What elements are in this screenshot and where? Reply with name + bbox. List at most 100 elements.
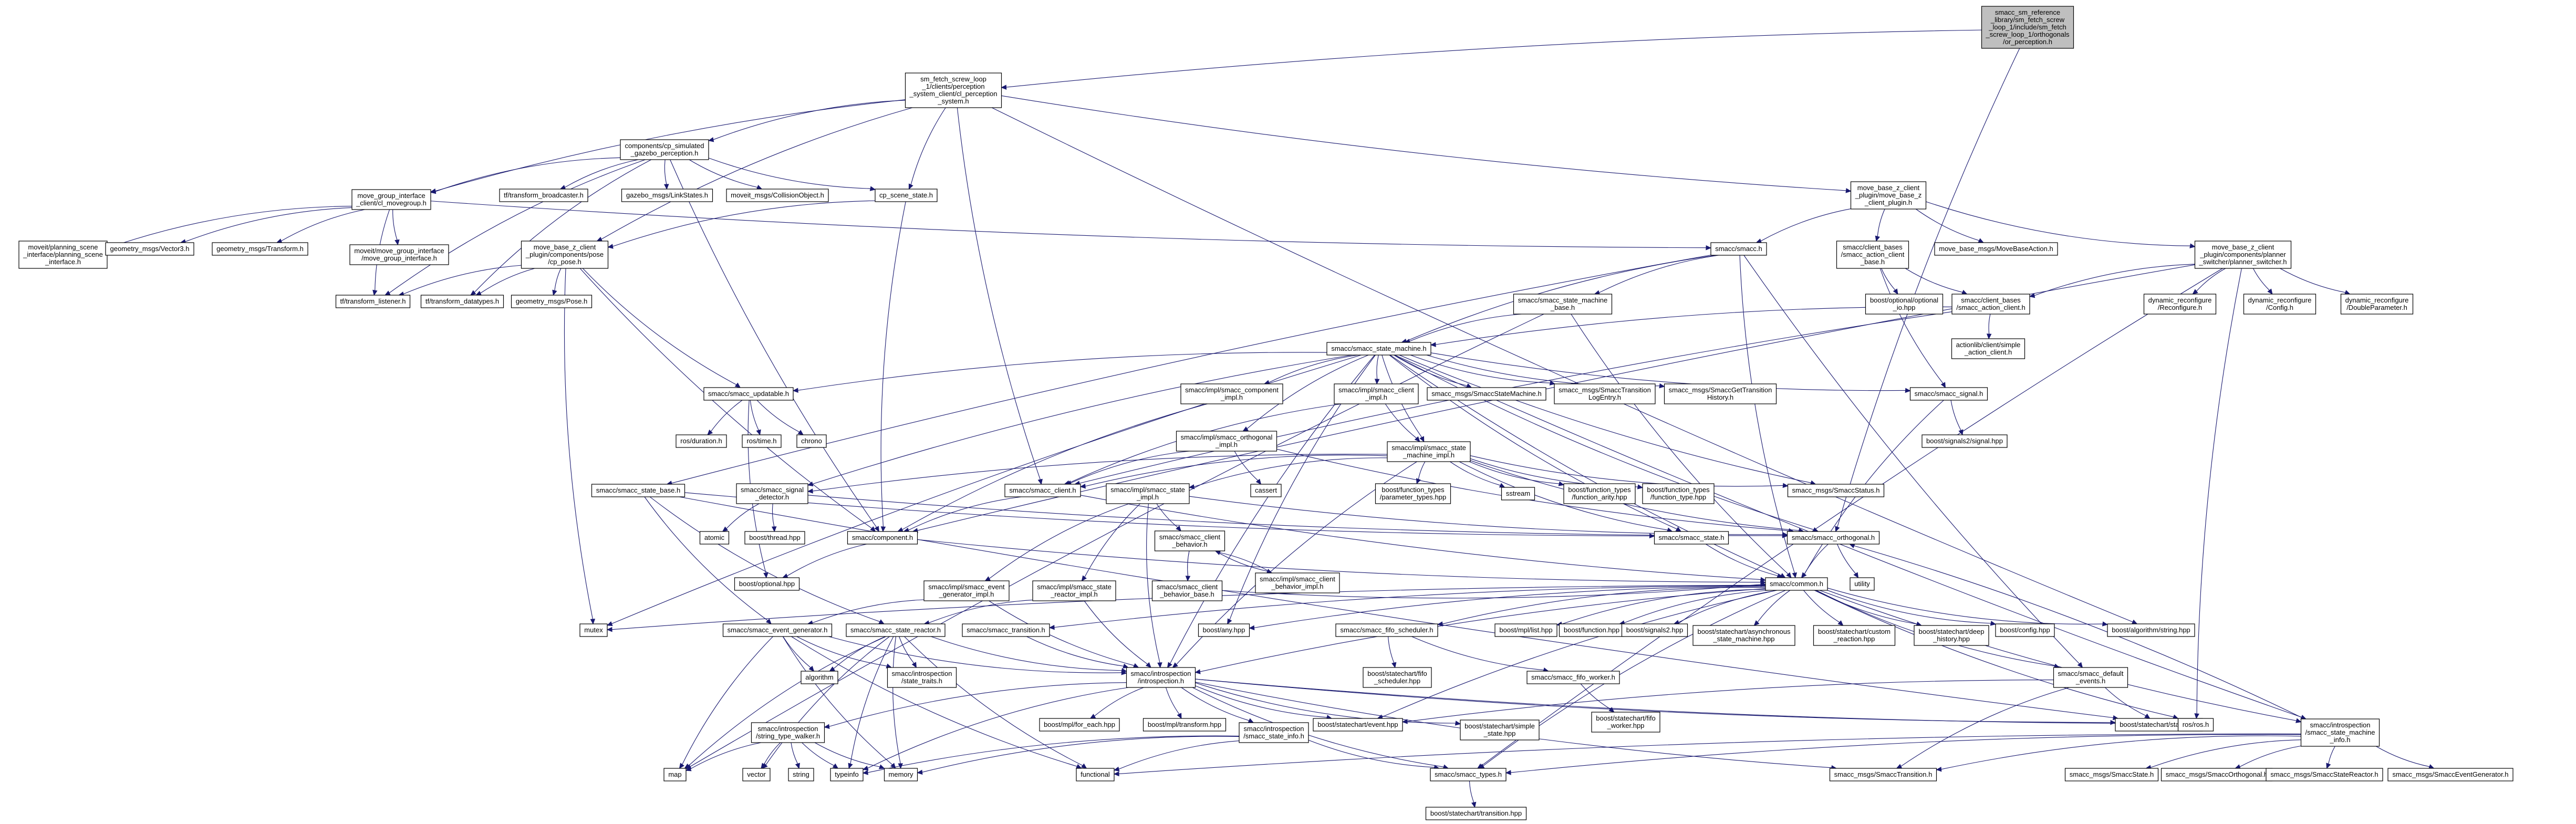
file-node-state-h[interactable]: smacc/smacc_state.h (1654, 531, 1729, 545)
file-node-common-h[interactable]: smacc/common.h (1765, 577, 1828, 591)
file-node-boost-config[interactable]: boost/config.hpp (1995, 623, 2055, 637)
file-node-algorithm[interactable]: algorithm (801, 671, 838, 684)
file-node-impl-orthogonal[interactable]: smacc/impl/smacc_orthogonal_impl.h (1176, 431, 1277, 452)
file-node-event-generator[interactable]: smacc/smacc_event_generator.h (722, 623, 833, 637)
file-node-mbc-cl-move-base[interactable]: move_base_z_client_plugin/move_base_z_cl… (1850, 181, 1927, 210)
file-node-signal-h[interactable]: smacc/smacc_signal.h (1909, 387, 1988, 401)
file-node-sm-info[interactable]: smacc/introspection/smacc_state_machine_… (2300, 718, 2380, 747)
file-node-ros-duration[interactable]: ros/duration.h (676, 434, 727, 448)
file-node-state-info[interactable]: smacc/introspection/smacc_state_info.h (1239, 722, 1309, 743)
file-node-boost-signals2[interactable]: boost/signals2.hpp (1621, 623, 1688, 637)
file-node-boost-thread[interactable]: boost/thread.hpp (744, 531, 805, 545)
file-node-state-base[interactable]: smacc/smacc_state_base.h (591, 484, 685, 497)
file-node-planner-switcher[interactable]: move_base_z_client_plugin/components/pla… (2194, 241, 2292, 269)
file-node-dyn-config[interactable]: dynamic_reconfigure/Config.h (2243, 294, 2317, 315)
file-node-orthogonal-h[interactable]: smacc/smacc_orthogonal.h (1786, 531, 1880, 545)
file-node-sc-fifo-worker[interactable]: boost/statechart/fifo_worker.hpp (1591, 712, 1660, 733)
file-node-chrono[interactable]: chrono (796, 434, 827, 448)
file-node-smacc-h[interactable]: smacc/smacc.h (1710, 242, 1767, 256)
file-node-string-type-walker[interactable]: smacc/introspection/string_type_walker.h (751, 722, 825, 743)
file-node-boost-signals2-signal[interactable]: boost/signals2/signal.hpp (1921, 434, 2008, 448)
file-node-cp-sim-gazebo[interactable]: components/cp_simulated_gazebo_perceptio… (620, 139, 709, 160)
file-node-ros-time[interactable]: ros/time.h (742, 434, 782, 448)
file-node-fifo-scheduler[interactable]: smacc/smacc_fifo_scheduler.h (1335, 623, 1438, 637)
file-node-ft-param-types[interactable]: boost/function_types/parameter_types.hpp (1375, 483, 1451, 504)
file-node-vector[interactable]: vector (742, 768, 771, 781)
file-node-mpl-for-each[interactable]: boost/mpl/for_each.hpp (1039, 718, 1120, 732)
file-node-custom-reaction[interactable]: boost/statechart/custom_reaction.hpp (1813, 625, 1896, 646)
file-node-mpl-transform[interactable]: boost/mpl/transform.hpp (1142, 718, 1227, 732)
file-node-moveit-collision[interactable]: moveit_msgs/CollisionObject.h (726, 189, 829, 202)
file-node-impl-state-reactor[interactable]: smacc/impl/smacc_state_reactor_impl.h (1032, 580, 1116, 601)
file-node-string[interactable]: string (788, 768, 814, 781)
file-node-state-traits[interactable]: smacc/introspection/state_traits.h (887, 667, 957, 688)
file-node-tf-listener[interactable]: tf/transform_listener.h (335, 295, 411, 308)
file-node-tf-datatypes[interactable]: tf/transform_datatypes.h (420, 295, 504, 308)
file-node-simple-action-client[interactable]: actionlib/client/simple_action_client.h (1951, 338, 2026, 359)
file-node-boost-function[interactable]: boost/function.hpp (1559, 623, 1625, 637)
file-node-cl-movegroup[interactable]: move_group_interface_client/cl_movegroup… (351, 189, 431, 210)
file-node-cassert[interactable]: cassert (1250, 484, 1282, 497)
file-node-functional[interactable]: functional (1076, 768, 1115, 781)
file-node-impl-state[interactable]: smacc/impl/smacc_state_impl.h (1106, 483, 1190, 504)
file-node-mutex[interactable]: mutex (579, 623, 608, 637)
file-node-boost-mpl-list[interactable]: boost/mpl/list.hpp (1494, 623, 1557, 637)
file-node-msg-transition[interactable]: smacc_msgs/SmaccTransition.h (1829, 768, 1937, 781)
file-node-client-behavior[interactable]: smacc/smacc_client_behavior.h (1154, 530, 1225, 551)
file-node-move-base-action[interactable]: move_base_msgs/MoveBaseAction.h (1934, 242, 2058, 256)
file-node-msg-state-reactor[interactable]: smacc_msgs/SmaccStateReactor.h (2266, 768, 2383, 781)
file-node-msg-statemachine[interactable]: smacc_msgs/SmaccStateMachine.h (1427, 387, 1546, 401)
file-node-impl-component[interactable]: smacc/impl/smacc_component_impl.h (1180, 383, 1283, 404)
file-node-state-machine-h[interactable]: smacc/smacc_state_machine.h (1326, 342, 1431, 356)
file-node-cb-base[interactable]: smacc/smacc_client_behavior_base.h (1151, 580, 1223, 601)
file-node-algo-string[interactable]: boost/algorithm/string.hpp (2107, 623, 2195, 637)
file-node-msg-state[interactable]: smacc_msgs/SmaccState.h (2064, 768, 2159, 781)
file-node-memory[interactable]: memory (884, 768, 918, 781)
file-node-boost-any[interactable]: boost/any.hpp (1198, 623, 1250, 637)
file-node-signal-detector[interactable]: smacc/smacc_signal_detector.h (736, 483, 808, 504)
file-node-typeinfo[interactable]: typeinfo (830, 768, 864, 781)
file-node-ft-type[interactable]: boost/function_types/function_type.hpp (1642, 483, 1715, 504)
file-node-tf-broadcaster[interactable]: tf/transform_broadcaster.h (499, 189, 588, 202)
file-node-impl-client[interactable]: smacc/impl/smacc_client_impl.h (1334, 383, 1419, 404)
file-node-planning-scene-iface[interactable]: moveit/planning_scene_interface/planning… (18, 241, 108, 269)
file-node-sc-transition[interactable]: boost/statechart/transition.hpp (1425, 807, 1527, 820)
file-node-geo-vector3[interactable]: geometry_msgs/Vector3.h (105, 242, 194, 256)
file-node-cb-action-client[interactable]: smacc/client_bases/smacc_action_client.h (1951, 294, 2030, 315)
file-node-boost-optional-io[interactable]: boost/optional/optional_io.hpp (1865, 294, 1944, 315)
file-node-msg-status[interactable]: smacc_msgs/SmaccStatus.h (1787, 484, 1885, 497)
file-node-utility[interactable]: utility (1850, 577, 1875, 591)
file-node-sstream[interactable]: sstream (1501, 487, 1535, 500)
file-node-dyn-double[interactable]: dynamic_reconfigure/DoubleParameter.h (2340, 294, 2414, 315)
file-node-dyn-reconfigure[interactable]: dynamic_reconfigure/Reconfigure.h (2143, 294, 2217, 315)
file-node-client-h[interactable]: smacc/smacc_client.h (1004, 484, 1081, 497)
file-node-sc-event[interactable]: boost/statechart/event.hpp (1313, 718, 1403, 732)
file-node-impl-event-generator[interactable]: smacc/impl/smacc_event_generator_impl.h (923, 580, 1010, 601)
file-node-msg-orthogonal[interactable]: smacc_msgs/SmaccOrthogonal.h (2160, 768, 2273, 781)
file-node-cl-perception[interactable]: sm_fetch_screw_loop_1/clients/perception… (905, 72, 1002, 108)
file-node-cp-pose[interactable]: move_base_z_client_plugin/components/pos… (521, 241, 609, 269)
file-node-ros-ros[interactable]: ros/ros.h (2177, 718, 2214, 732)
file-node-move-group-iface[interactable]: moveit/move_group_interface/move_group_i… (349, 244, 449, 265)
file-node-boost-optional[interactable]: boost/optional.hpp (734, 577, 800, 591)
file-node-atomic[interactable]: atomic (699, 531, 730, 545)
file-node-msg-event-generator[interactable]: smacc_msgs/SmaccEventGenerator.h (2387, 768, 2513, 781)
file-node-deep-history[interactable]: boost/statechart/deep_history.hpp (1914, 625, 1989, 646)
file-node-smacc-types[interactable]: smacc/smacc_types.h (1430, 768, 1507, 781)
file-node-component-h[interactable]: smacc/component.h (847, 531, 918, 545)
file-node-sc-simple-state[interactable]: boost/statechart/simple_state.hpp (1460, 719, 1540, 740)
file-node-impl-sm[interactable]: smacc/impl/smacc_state_machine_impl.h (1387, 441, 1471, 462)
file-node-impl-client-behavior[interactable]: smacc/impl/smacc_client_behavior_impl.h (1255, 572, 1340, 593)
file-node-default-events[interactable]: smacc/smacc_default_events.h (2053, 667, 2128, 688)
file-node-gazebo-linkstates[interactable]: gazebo_msgs/LinkStates.h (621, 189, 713, 202)
file-node-sm-base[interactable]: smacc/smacc_state_machine_base.h (1513, 294, 1613, 315)
file-node-async-sm[interactable]: boost/statechart/asynchronous_state_mach… (1692, 625, 1795, 646)
file-node-map[interactable]: map (663, 768, 687, 781)
file-node-geo-pose[interactable]: geometry_msgs/Pose.h (511, 295, 593, 308)
file-node-sc-fifo-scheduler[interactable]: boost/statechart/fifo_scheduler.hpp (1363, 667, 1432, 688)
file-node-geo-transform[interactable]: geometry_msgs/Transform.h (212, 242, 308, 256)
file-node-ft-arity[interactable]: boost/function_types/function_arity.hpp (1563, 483, 1636, 504)
file-node-transition-h[interactable]: smacc/smacc_transition.h (962, 623, 1050, 637)
